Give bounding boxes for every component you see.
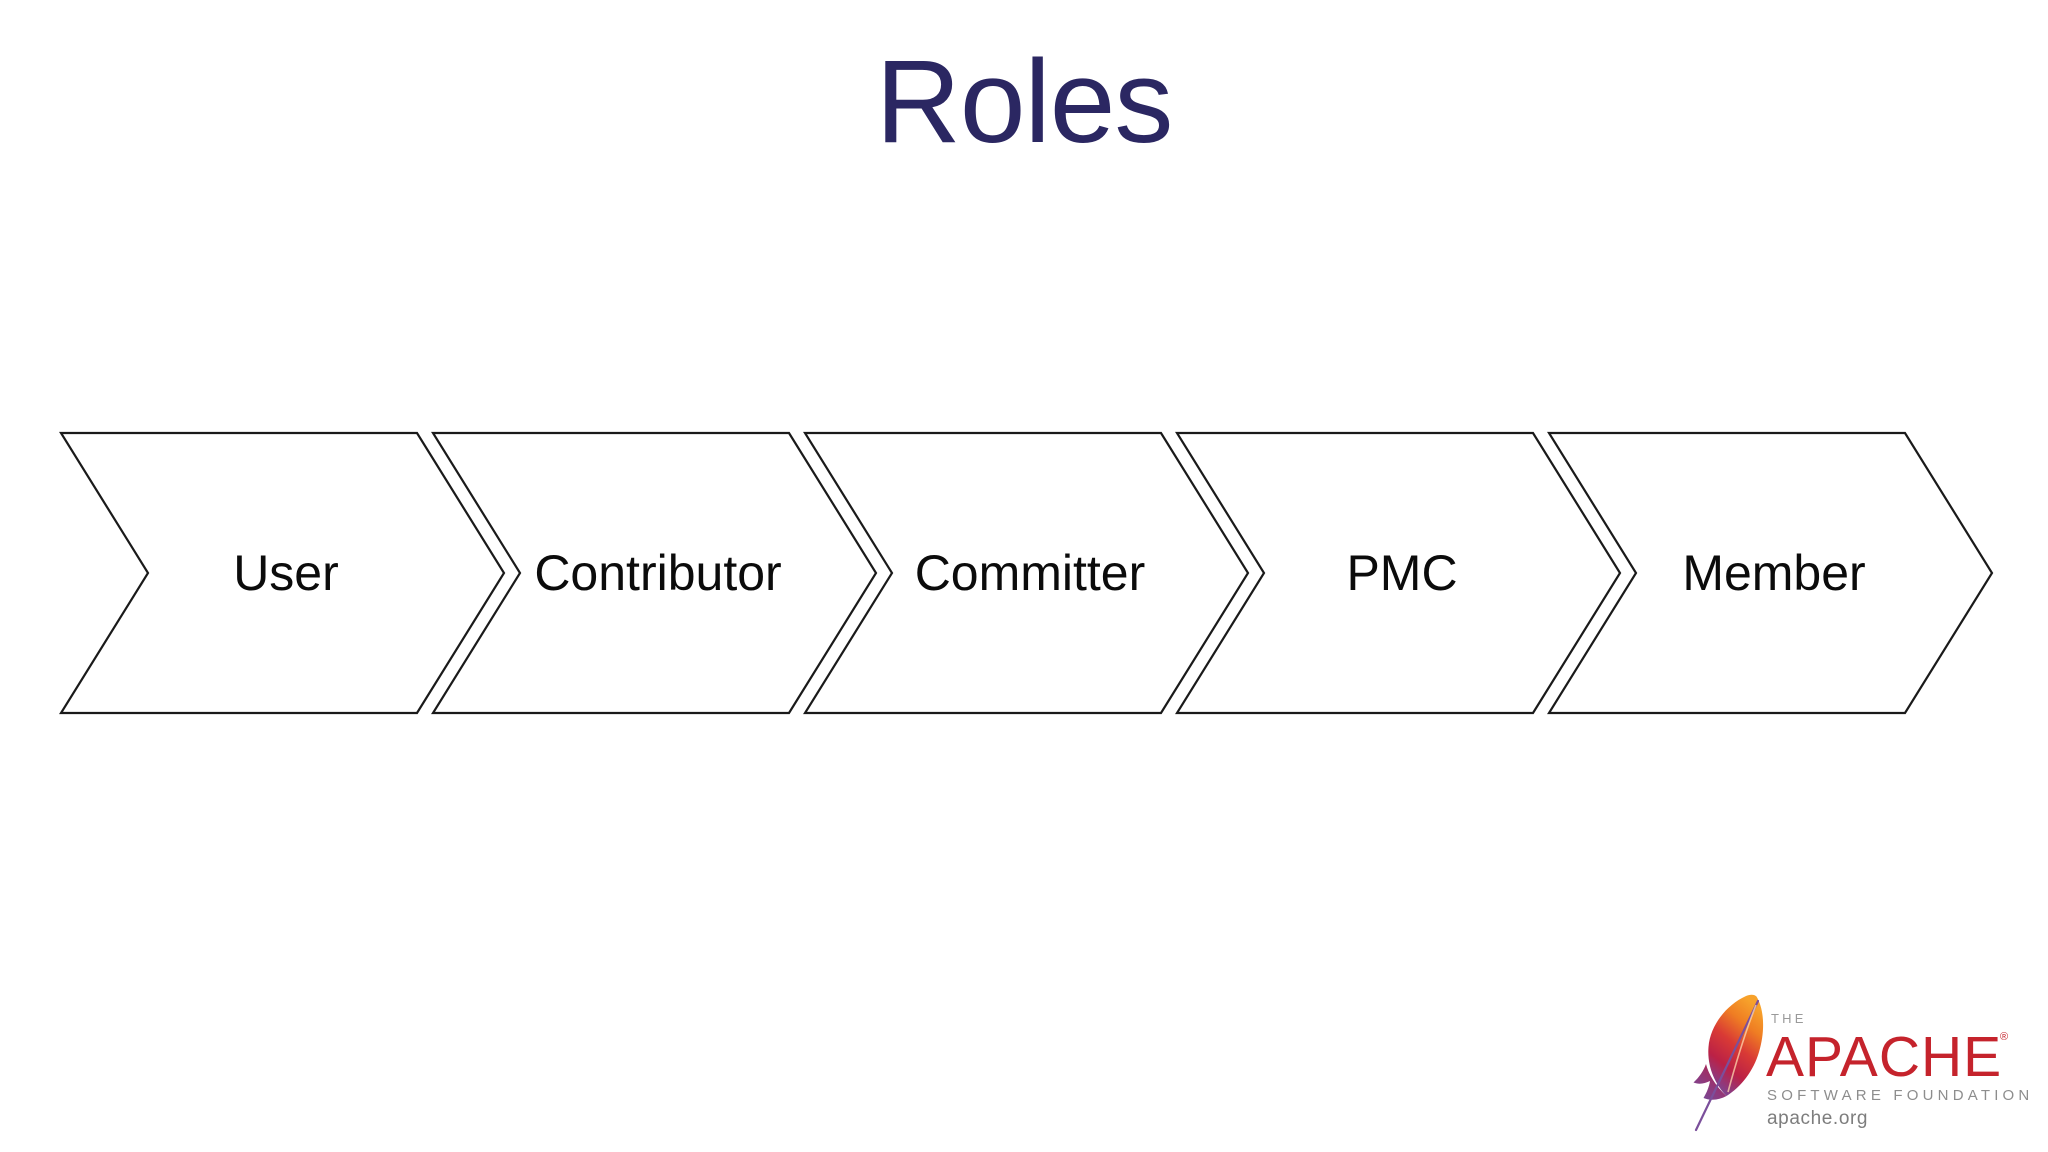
pipeline-step-user[interactable]: User bbox=[59, 431, 506, 715]
logo-software-foundation-text: SOFTWARE FOUNDATION bbox=[1767, 1087, 2033, 1104]
feather-highlight bbox=[1727, 1004, 1757, 1093]
apache-software-foundation-logo: THE APACHE ® SOFTWARE FOUNDATION apache.… bbox=[1688, 988, 2036, 1138]
apache-feather-icon bbox=[1693, 994, 1764, 1132]
logo-url-text: apache.org bbox=[1767, 1108, 1868, 1129]
chevron-shape[interactable] bbox=[59, 431, 506, 715]
logo-apache-wordmark: APACHE bbox=[1766, 1025, 2002, 1089]
chevron-shape[interactable] bbox=[803, 431, 1250, 715]
feather-quill bbox=[1694, 999, 1760, 1132]
feather-barbs bbox=[1693, 1064, 1727, 1100]
pipeline-step-label: Contributor bbox=[534, 545, 781, 601]
logo-the-text: THE bbox=[1771, 1011, 1807, 1026]
pipeline-step-member[interactable]: Member bbox=[1547, 431, 1994, 715]
chevron-shape[interactable] bbox=[1547, 431, 1994, 715]
pipeline-step-label: Member bbox=[1682, 545, 1865, 601]
pipeline-step-committer[interactable]: Committer bbox=[803, 431, 1250, 715]
chevron-shape[interactable] bbox=[1175, 431, 1622, 715]
registered-trademark-icon: ® bbox=[2000, 1031, 2008, 1043]
pipeline-step-label: Committer bbox=[915, 545, 1146, 601]
chevron-shape[interactable] bbox=[431, 431, 878, 715]
roles-pipeline: User Contributor Committer PMC Member bbox=[0, 420, 2048, 730]
pipeline-step-label: User bbox=[233, 545, 339, 601]
pipeline-step-pmc[interactable]: PMC bbox=[1175, 431, 1622, 715]
pipeline-step-contributor[interactable]: Contributor bbox=[431, 431, 878, 715]
page-title: Roles bbox=[875, 36, 1174, 168]
pipeline-step-label: PMC bbox=[1346, 545, 1457, 601]
